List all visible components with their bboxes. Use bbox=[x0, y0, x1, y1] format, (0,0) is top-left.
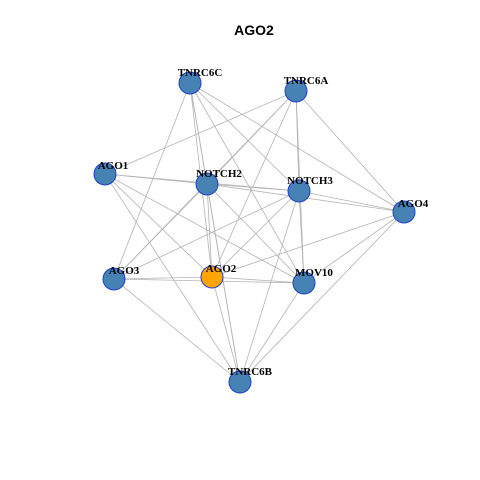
node-label-ago1: AGO1 bbox=[98, 160, 129, 172]
edge-notch2-ago3 bbox=[113, 183, 208, 280]
node-circle-tnrc6b bbox=[228, 370, 252, 394]
edge-ago4-ago2 bbox=[211, 211, 405, 278]
node-label-tnrc6b: TNRC6B bbox=[228, 366, 273, 378]
edge-notch2-notch3 bbox=[206, 183, 300, 192]
edge-ago1-mov10 bbox=[104, 173, 305, 284]
node-label-ago2: AGO2 bbox=[206, 263, 237, 275]
node-ago4: AGO4 bbox=[392, 198, 429, 224]
node-circle-notch3 bbox=[287, 179, 311, 203]
edge-tnrc6c-notch3 bbox=[189, 82, 300, 192]
edge-ago4-mov10 bbox=[303, 211, 405, 284]
edge-tnrc6c-ago4 bbox=[189, 82, 405, 213]
node-circle-notch2 bbox=[195, 172, 219, 196]
edge-notch3-ago3 bbox=[113, 190, 300, 280]
node-label-ago4: AGO4 bbox=[398, 198, 429, 210]
edge-notch2-ago2 bbox=[206, 183, 213, 278]
edge-ago2-mov10 bbox=[211, 276, 305, 284]
node-ago2: AGO2 bbox=[200, 263, 237, 289]
node-circle-ago2 bbox=[200, 265, 224, 289]
edge-ago3-ago2 bbox=[113, 276, 213, 280]
node-label-ago3: AGO3 bbox=[109, 265, 140, 277]
edge-tnrc6c-mov10 bbox=[189, 82, 305, 284]
node-mov10: MOV10 bbox=[292, 267, 333, 295]
node-ago1: AGO1 bbox=[93, 160, 129, 186]
node-label-notch2: NOTCH2 bbox=[196, 168, 242, 180]
node-tnrc6b: TNRC6B bbox=[228, 366, 273, 394]
node-notch3: NOTCH3 bbox=[287, 175, 333, 203]
edges-layer bbox=[104, 82, 405, 383]
node-notch2: NOTCH2 bbox=[195, 168, 242, 196]
node-ago3: AGO3 bbox=[102, 265, 140, 291]
edge-mov10-tnrc6b bbox=[239, 282, 305, 383]
node-label-tnrc6c: TNRC6C bbox=[178, 67, 223, 79]
edge-tnrc6a-ago4 bbox=[295, 90, 405, 213]
edge-notch3-ago2 bbox=[211, 190, 300, 278]
node-tnrc6c: TNRC6C bbox=[178, 67, 223, 95]
edge-tnrc6a-ago1 bbox=[104, 90, 297, 175]
edge-ago4-tnrc6b bbox=[239, 211, 405, 383]
node-circle-tnrc6c bbox=[178, 71, 202, 95]
edge-tnrc6c-ago3 bbox=[113, 82, 191, 280]
edge-notch3-ago4 bbox=[298, 190, 405, 213]
node-circle-ago4 bbox=[392, 200, 416, 224]
node-label-tnrc6a: TNRC6A bbox=[284, 75, 329, 87]
edge-ago2-tnrc6b bbox=[211, 276, 241, 383]
node-circle-tnrc6a bbox=[284, 79, 308, 103]
node-label-notch3: NOTCH3 bbox=[287, 175, 333, 187]
node-label-mov10: MOV10 bbox=[295, 267, 333, 279]
node-circle-ago3 bbox=[102, 267, 126, 291]
edge-ago1-ago2 bbox=[104, 173, 213, 278]
node-tnrc6a: TNRC6A bbox=[284, 75, 329, 103]
node-circle-mov10 bbox=[292, 271, 316, 295]
edge-ago3-tnrc6b bbox=[113, 278, 241, 383]
edge-notch3-mov10 bbox=[298, 190, 305, 284]
edge-notch3-tnrc6b bbox=[239, 190, 300, 383]
edge-tnrc6a-ago2 bbox=[211, 90, 297, 278]
edge-notch2-tnrc6b bbox=[206, 183, 241, 383]
node-circle-ago1 bbox=[93, 162, 117, 186]
graph-title: AGO2 bbox=[234, 22, 274, 38]
